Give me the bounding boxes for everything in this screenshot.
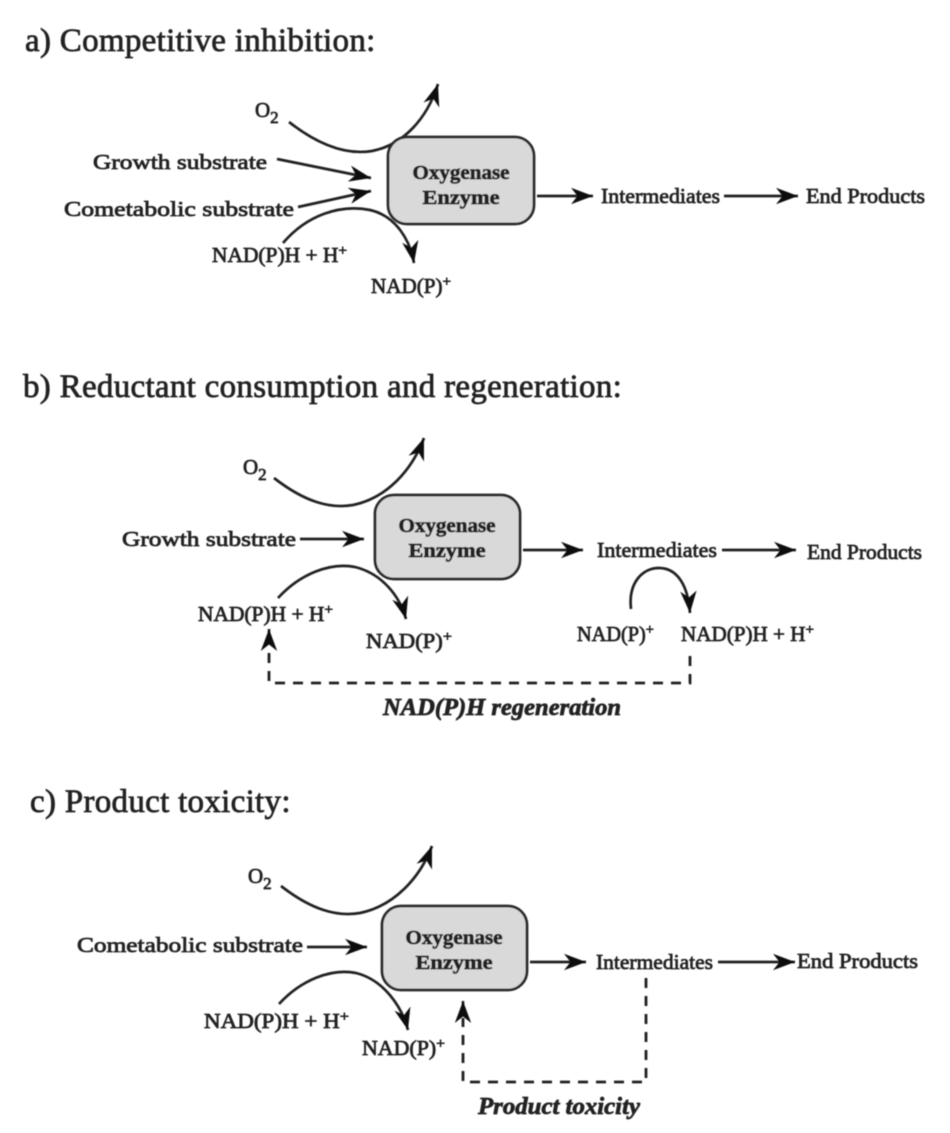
svg-text:c) Product toxicity:: c) Product toxicity:	[30, 784, 291, 820]
svg-text:NAD(P)H + H+: NAD(P)H + H+	[212, 243, 347, 267]
svg-text:NAD(P)+: NAD(P)+	[366, 629, 452, 653]
svg-text:NAD(P)+: NAD(P)+	[371, 274, 451, 298]
svg-text:Intermediates: Intermediates	[596, 950, 713, 974]
svg-text:Oxygenase: Oxygenase	[406, 927, 503, 949]
svg-text:O2: O2	[248, 864, 272, 893]
svg-text:NAD(P)H + H+: NAD(P)H + H+	[681, 622, 814, 646]
svg-text:Enzyme: Enzyme	[409, 540, 486, 562]
svg-text:Enzyme: Enzyme	[416, 952, 493, 974]
svg-text:End Products: End Products	[797, 949, 918, 973]
svg-text:Cometabolic substrate: Cometabolic substrate	[64, 197, 294, 221]
svg-text:O2: O2	[243, 455, 267, 484]
svg-text:Growth substrate: Growth substrate	[93, 150, 267, 174]
svg-text:NAD(P)H regeneration: NAD(P)H regeneration	[382, 695, 621, 721]
svg-text:Oxygenase: Oxygenase	[399, 515, 496, 537]
svg-text:End Products: End Products	[806, 184, 925, 208]
svg-text:O2: O2	[255, 98, 279, 127]
svg-text:End Products: End Products	[807, 540, 922, 564]
svg-text:a) Competitive inhibition:: a) Competitive inhibition:	[25, 23, 376, 59]
svg-text:Intermediates: Intermediates	[601, 184, 720, 208]
svg-text:Product toxicity: Product toxicity	[477, 1094, 640, 1120]
svg-text:Cometabolic substrate: Cometabolic substrate	[77, 933, 303, 957]
svg-text:Growth substrate: Growth substrate	[122, 527, 296, 551]
svg-text:Intermediates: Intermediates	[597, 538, 717, 562]
svg-text:b) Reductant consumption and r: b) Reductant consumption and regeneratio…	[23, 369, 622, 405]
svg-text:NAD(P)+: NAD(P)+	[577, 622, 654, 646]
svg-text:Enzyme: Enzyme	[423, 187, 500, 209]
svg-text:NAD(P)H + H+: NAD(P)H + H+	[204, 1009, 349, 1033]
svg-text:NAD(P)H + H+: NAD(P)H + H+	[198, 602, 333, 626]
svg-text:Oxygenase: Oxygenase	[413, 162, 510, 184]
svg-text:NAD(P)+: NAD(P)+	[362, 1036, 445, 1060]
